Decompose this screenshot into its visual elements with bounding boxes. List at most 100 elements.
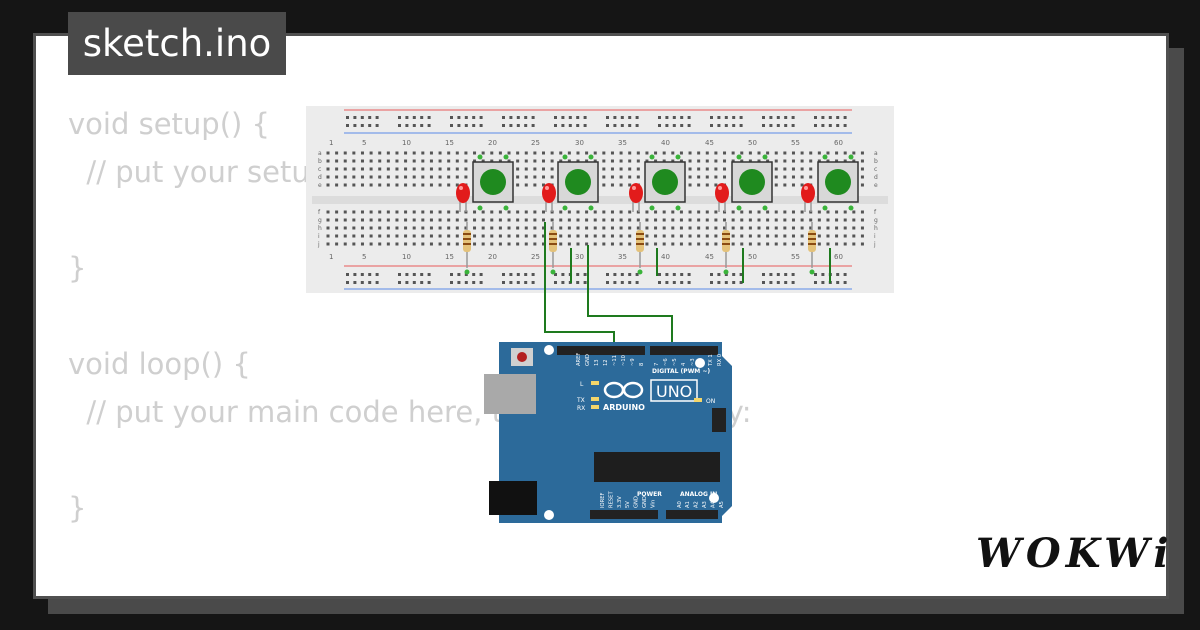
terminal-hole [774,234,778,238]
terminal-hole [679,226,683,230]
rail-hole [472,116,476,119]
rail-hole [360,273,364,276]
pin-label: 7 [654,363,660,366]
rail-hole [554,124,557,127]
row-letter: i [874,233,876,240]
resistor [463,222,471,275]
terminal-hole [438,183,442,187]
wire[interactable] [587,245,673,348]
terminal-hole [576,218,580,222]
terminal-hole [852,242,856,246]
resistor-band [463,243,471,245]
terminal-hole [386,242,390,246]
terminal-hole [429,151,433,155]
terminal-hole [326,151,330,155]
resistor-band [722,238,730,240]
terminal-hole [567,210,571,214]
row-letter: e [318,182,322,189]
push-button-cap[interactable] [652,169,678,195]
column-number: 10 [402,253,411,261]
terminal-hole [378,183,382,187]
terminal-hole [455,159,459,163]
pin-label: GND [634,496,640,508]
terminal-hole [507,218,511,222]
analog-label: ANALOG IN [680,491,717,498]
column-number: 50 [748,139,757,147]
rail-hole [576,281,580,284]
terminal-hole [498,210,502,214]
terminal-hole [343,226,347,230]
terminal-hole [619,159,623,163]
terminal-hole [498,218,502,222]
arduino-uno[interactable]: UNO ARDUINO DIGITAL (PWM ~) POWER ANALOG… [484,342,732,523]
push-button-frame [731,161,773,203]
terminal-hole [835,218,839,222]
terminal-hole [723,218,727,222]
push-button-cap[interactable] [825,169,851,195]
led-red[interactable] [542,183,556,212]
rail-hole [776,281,780,284]
rail-hole [375,116,379,119]
push-button[interactable] [817,154,859,211]
row-letter: h [318,225,322,232]
terminal-hole [809,167,813,171]
pin-label: ~3 [690,358,696,366]
push-button[interactable] [644,154,686,211]
terminal-hole [662,234,666,238]
terminal-hole [576,242,580,246]
reset-button-cap[interactable] [517,352,527,362]
rail-hole [814,116,817,119]
push-button[interactable] [472,154,514,211]
pin-label: 3.3V [617,496,623,508]
rail-hole [665,116,669,119]
led-red[interactable] [801,183,815,212]
terminal-hole [679,210,683,214]
terminal-hole [697,242,701,246]
led-red[interactable] [456,183,470,212]
push-button-cap[interactable] [480,169,506,195]
terminal-hole [343,175,347,179]
push-button[interactable] [731,154,773,211]
terminal-hole [524,183,528,187]
rail-hole [561,281,565,284]
terminal-hole [412,234,416,238]
led-red[interactable] [715,183,729,212]
led-body [715,183,729,203]
row-letter: i [318,233,320,240]
pin-label: 2 [699,363,705,366]
terminal-hole [516,159,520,163]
push-button-cap[interactable] [739,169,765,195]
terminal-hole [697,159,701,163]
rail-hole [769,116,773,119]
terminal-hole [481,210,485,214]
terminal-hole [688,159,692,163]
terminal-hole [429,175,433,179]
terminal-hole [369,242,373,246]
rail-hole [784,281,788,284]
terminal-hole [447,234,451,238]
wire[interactable] [544,222,615,348]
terminal-hole [352,242,356,246]
code-line: void setup() { [68,107,270,141]
terminal-hole [473,210,477,214]
rail-hole [420,281,424,284]
rail-hole [502,281,505,284]
terminal-hole [464,226,468,230]
rail-hole [717,124,721,127]
terminal-hole [783,242,787,246]
terminal-hole [438,159,442,163]
filename-tab[interactable]: sketch.ino [68,12,286,75]
terminal-hole [757,151,761,155]
terminal-hole [679,159,683,163]
rail-hole [658,281,661,284]
terminal-hole [559,159,563,163]
resistor [636,222,644,275]
rail-hole [717,273,721,276]
terminal-hole [774,226,778,230]
terminal-hole [343,159,347,163]
push-button-cap[interactable] [565,169,591,195]
rail-hole [628,273,632,276]
rail-hole [828,116,832,119]
led-red[interactable] [629,183,643,212]
push-button[interactable] [557,154,599,211]
